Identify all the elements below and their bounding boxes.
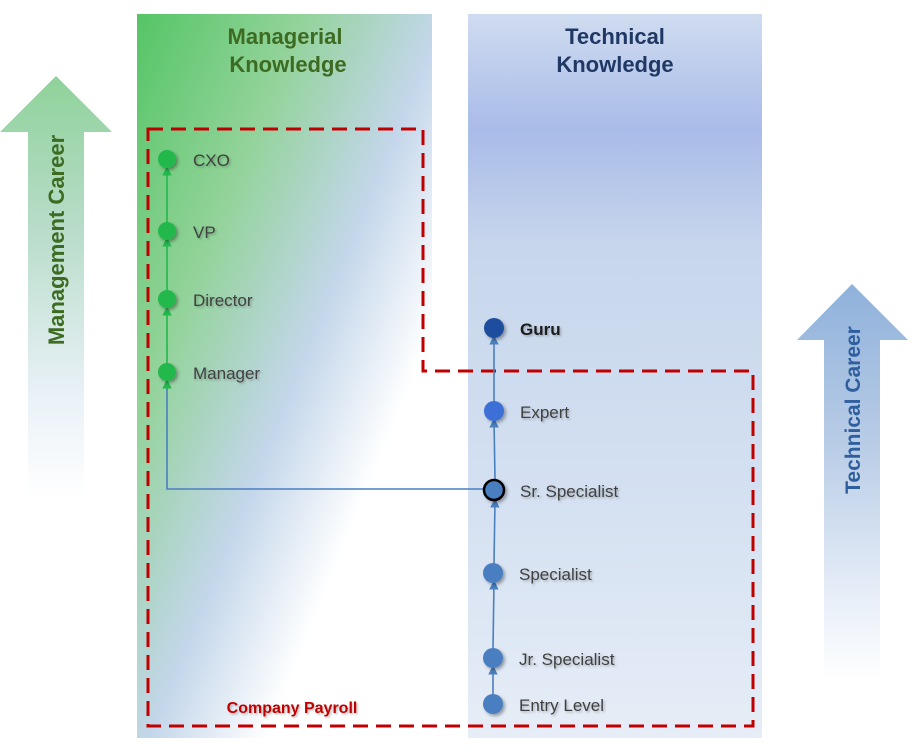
- technical-column: [468, 14, 762, 738]
- node-dot-guru: [484, 318, 504, 338]
- node-dot-jr-specialist: [483, 648, 503, 668]
- node-label-entry-level: Entry Level: [519, 696, 604, 715]
- managerial-title-line-1: Managerial: [228, 24, 343, 49]
- node-jr-specialist: Jr. Specialist: [483, 648, 615, 669]
- node-label-director: Director: [193, 291, 253, 310]
- management-career-arrow: Management Career: [0, 76, 112, 500]
- connector-sr-specialist-to-manager: [162, 379, 484, 490]
- node-entry-level: Entry Level: [483, 694, 604, 715]
- technical-title-line-1: Technical: [565, 24, 665, 49]
- connector-specialist-to-sr: [490, 498, 500, 565]
- managerial-title-line-2: Knowledge: [229, 52, 346, 77]
- node-dot-cxo: [158, 150, 176, 168]
- node-dot-specialist: [483, 563, 503, 583]
- technical-connectors: [488, 335, 500, 695]
- node-label-expert: Expert: [520, 403, 569, 422]
- managerial-column: [137, 14, 432, 738]
- connector-sr-to-expert: [489, 418, 499, 480]
- node-dot-director: [158, 290, 176, 308]
- node-dot-expert: [484, 401, 504, 421]
- node-director: Director: [158, 290, 253, 310]
- technical-career-label: Technical Career: [842, 326, 865, 494]
- technical-nodes: Guru Expert Sr. Specialist Specialist Jr…: [482, 318, 619, 715]
- node-expert: Expert: [484, 401, 569, 422]
- company-payroll-label: Company Payroll: [227, 700, 358, 717]
- node-label-manager: Manager: [193, 364, 260, 383]
- node-label-guru: Guru: [520, 320, 561, 339]
- node-specialist: Specialist: [483, 563, 592, 584]
- technical-knowledge-title: Technical Knowledge: [556, 24, 673, 77]
- connector-jr-to-specialist: [489, 580, 499, 650]
- node-label-vp: VP: [193, 223, 216, 242]
- node-cxo: CXO: [158, 150, 230, 170]
- node-guru: Guru: [484, 318, 561, 339]
- node-vp: VP: [158, 222, 216, 242]
- technical-title-line-2: Knowledge: [556, 52, 673, 77]
- node-manager: Manager: [158, 363, 260, 383]
- node-label-sr-specialist: Sr. Specialist: [520, 482, 619, 501]
- technical-career-arrow: Technical Career: [797, 284, 908, 680]
- node-label-specialist: Specialist: [519, 565, 592, 584]
- managerial-nodes: CXO VP Director Manager: [158, 150, 260, 383]
- node-label-jr-specialist: Jr. Specialist: [519, 650, 615, 669]
- node-dot-manager: [158, 363, 176, 381]
- management-career-label: Management Career: [44, 134, 69, 345]
- company-payroll-boundary: [146, 127, 755, 728]
- node-dot-vp: [158, 222, 176, 240]
- node-dot-sr-specialist: [482, 478, 506, 502]
- node-dot-entry-level: [483, 694, 503, 714]
- managerial-knowledge-title: Managerial Knowledge: [228, 24, 347, 77]
- node-sr-specialist: Sr. Specialist: [482, 478, 619, 502]
- node-label-cxo: CXO: [193, 151, 230, 170]
